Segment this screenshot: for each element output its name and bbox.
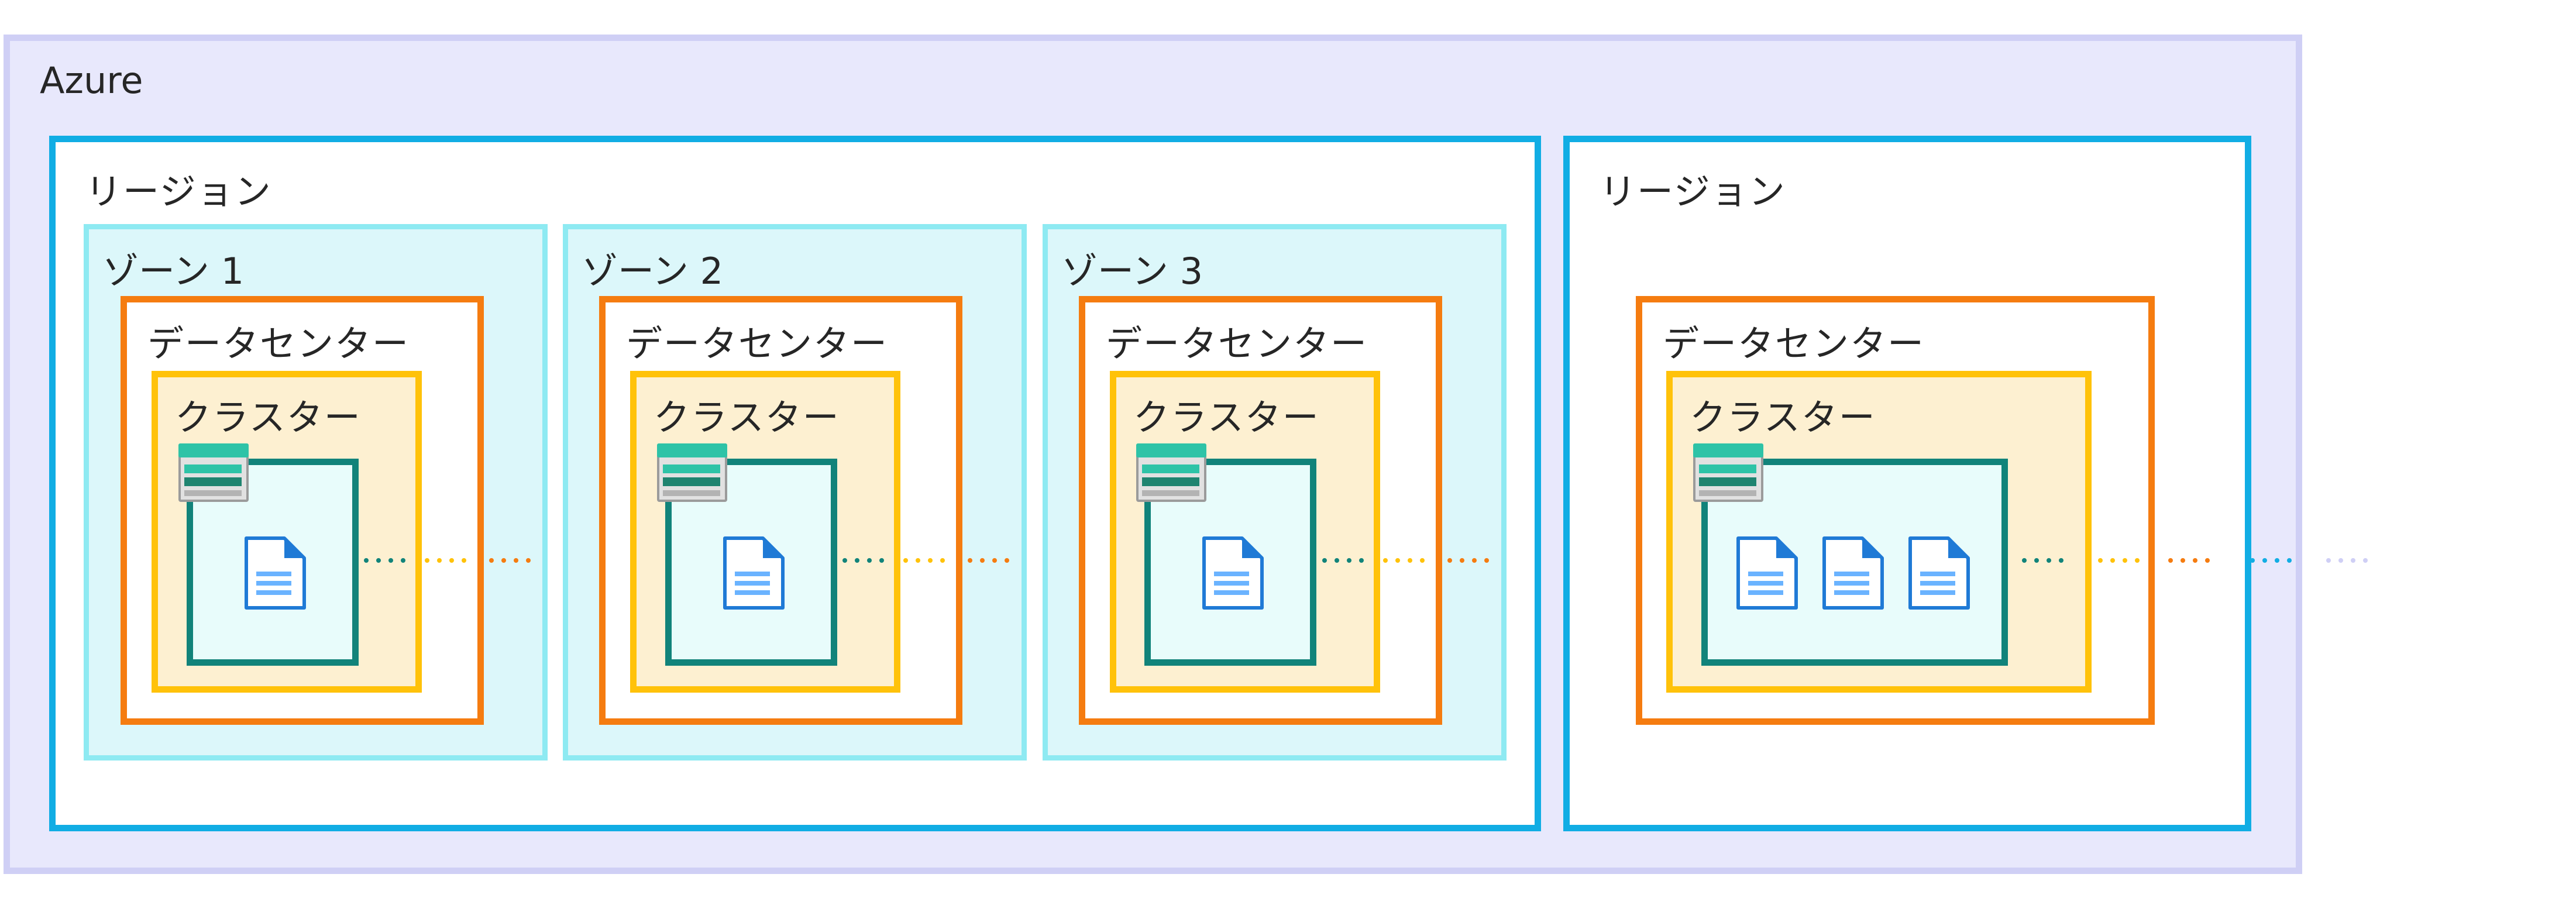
dotted-connector-zone-1	[364, 558, 538, 563]
dotted-connector-region-2	[2022, 558, 2373, 563]
cluster-4-label: クラスター	[1690, 396, 1876, 439]
datacenter-3-label: データセンター	[1106, 322, 1368, 365]
server-icon	[657, 443, 727, 502]
cluster-1-label: クラスター	[175, 396, 362, 439]
document-icon	[1822, 536, 1884, 610]
document-icon	[723, 536, 785, 610]
document-icon	[1202, 536, 1264, 610]
cluster-2-label: クラスター	[654, 396, 840, 439]
azure-label: Azure	[40, 59, 143, 102]
document-icon	[245, 536, 306, 610]
document-icon	[1908, 536, 1970, 610]
datacenter-1-label: データセンター	[147, 322, 410, 365]
cluster-3-label: クラスター	[1133, 396, 1320, 439]
server-icon	[1136, 443, 1206, 502]
region-1-label: リージョン	[85, 170, 272, 213]
datacenter-4-label: データセンター	[1663, 322, 1925, 365]
zone-1-label: ゾーン 1	[102, 250, 245, 293]
dotted-connector-zone-2	[842, 558, 1016, 563]
zone-2-label: ゾーン 2	[582, 250, 724, 293]
server-icon	[1693, 443, 1763, 502]
zone-3-label: ゾーン 3	[1061, 250, 1203, 293]
document-icon	[1736, 536, 1798, 610]
datacenter-2-label: データセンター	[626, 322, 889, 365]
dotted-connector-zone-3	[1322, 558, 1496, 563]
region-2-label: リージョン	[1600, 170, 1786, 213]
server-icon	[178, 443, 249, 502]
